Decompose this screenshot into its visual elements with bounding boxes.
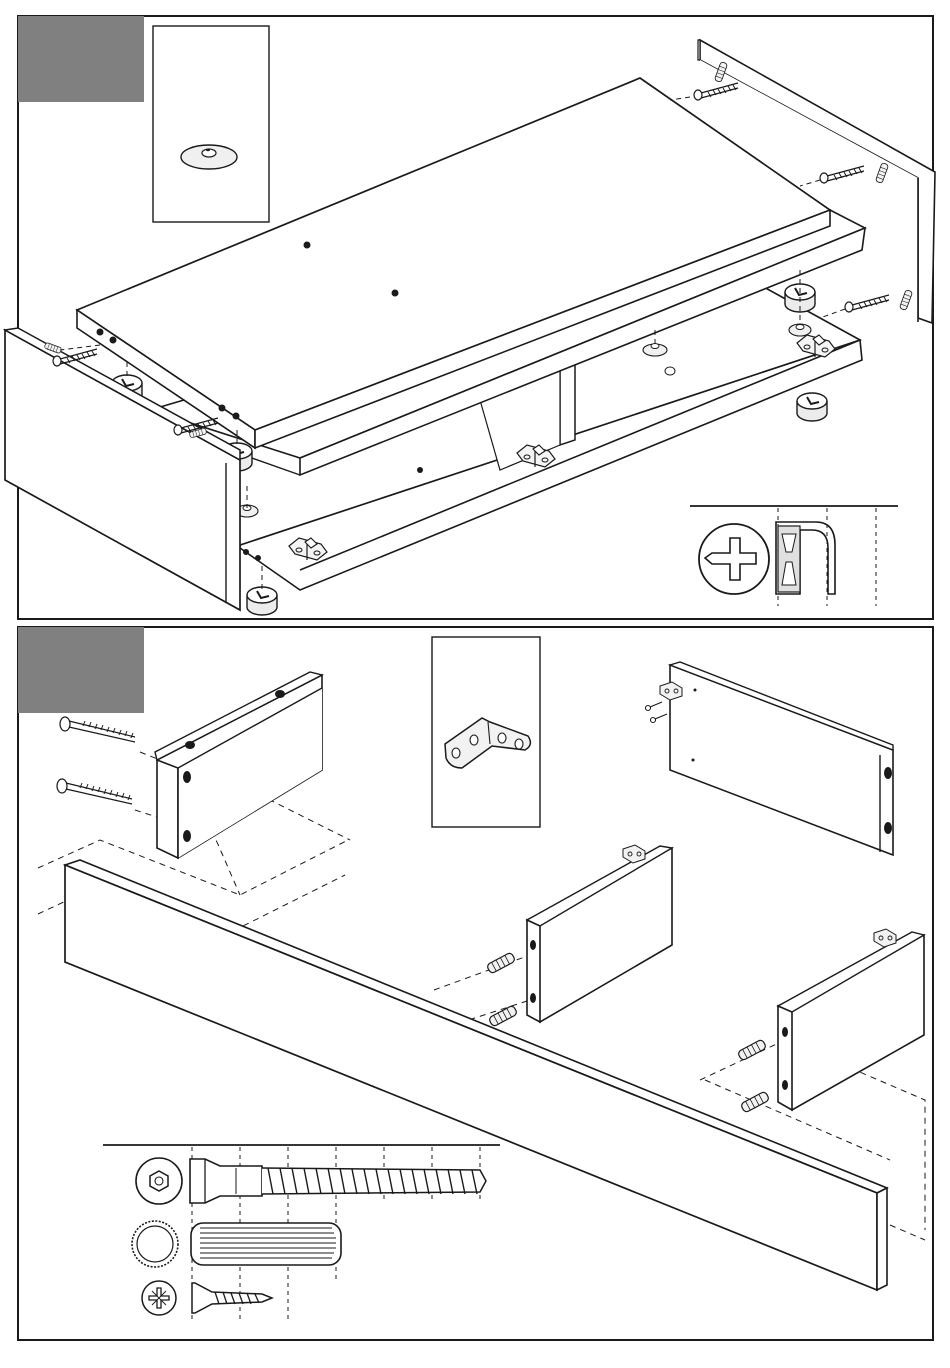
cam-lock-4 [797, 393, 827, 421]
bottom-edge-hole-1 [243, 549, 249, 555]
step-b-number-tab [18, 627, 144, 713]
cam-disc-icon [181, 145, 237, 169]
bottom-hole-2 [665, 367, 675, 375]
hex-socket-icon [136, 1158, 182, 1204]
edge-hole-2 [110, 337, 117, 344]
phillips-cross-icon [699, 524, 769, 594]
step-b-detail-inset [432, 637, 540, 827]
cam-disc-2 [643, 344, 667, 357]
edge-hole-3 [219, 405, 226, 412]
bottom-hole-1 [417, 467, 423, 473]
bottom-edge-hole-2 [255, 555, 261, 561]
back-rail-hole-2 [884, 822, 892, 834]
end-block-hole-3 [183, 771, 191, 783]
cam-lock-5 [247, 587, 277, 615]
divider-2-hole-1 [782, 1027, 788, 1037]
divider-1-hole-2 [530, 993, 536, 1003]
step-a-number-tab [18, 16, 144, 102]
step-b-panel [18, 627, 933, 1340]
top-hole-2 [392, 290, 399, 297]
pozidriv-icon [142, 1281, 176, 1315]
end-block-hole-2 [275, 690, 285, 698]
divider-1-hole-1 [530, 940, 536, 950]
back-rail-hole-1 [884, 767, 892, 779]
step-a-detail-inset [153, 26, 269, 222]
wooden-dowel-legend [191, 1223, 341, 1265]
divider-2-hole-2 [782, 1080, 788, 1090]
end-block-hole-1 [185, 741, 195, 749]
cam-disc-4 [789, 324, 811, 336]
knurled-circle-icon [132, 1221, 178, 1267]
end-block-hole-4 [183, 830, 191, 842]
top-hole-1 [304, 242, 311, 249]
edge-hole-1 [97, 329, 104, 336]
edge-hole-4 [233, 413, 240, 420]
step-a-panel [5, 16, 935, 619]
